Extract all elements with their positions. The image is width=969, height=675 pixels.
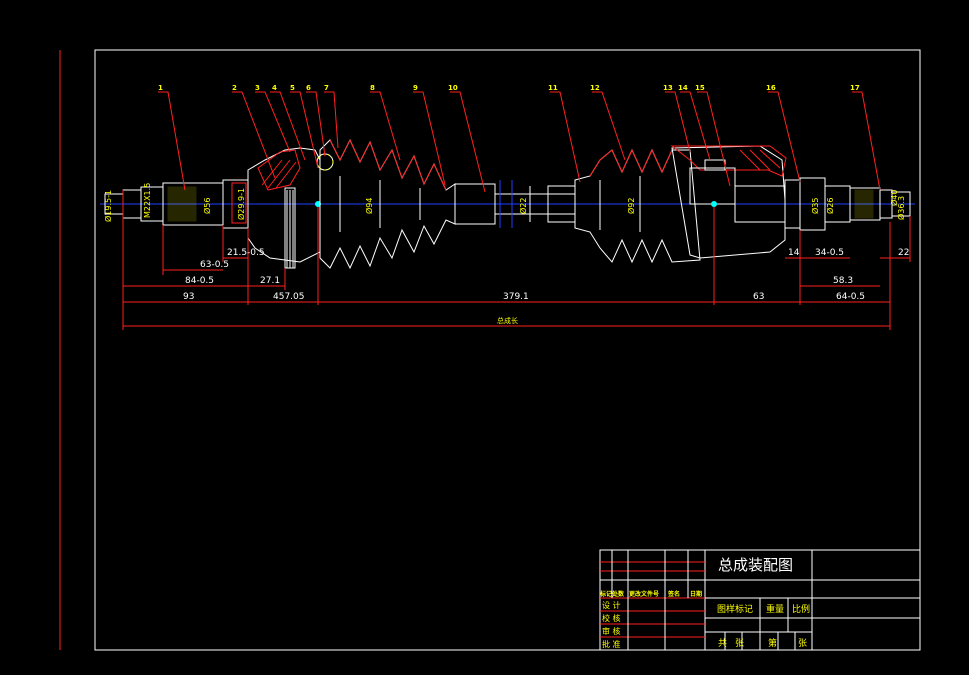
part-9: 9 xyxy=(413,84,418,92)
dim-63: 63-0.5 xyxy=(200,260,229,270)
part-8: 8 xyxy=(370,84,375,92)
sheets-unit: 张 xyxy=(735,638,744,649)
right-boot xyxy=(574,148,701,264)
dim-583: 58.3 xyxy=(833,276,853,286)
dim-left-spline: M22X1.5 xyxy=(143,183,152,218)
dim-total: 总成长 xyxy=(497,316,518,325)
part-11: 11 xyxy=(548,84,558,92)
drawing-frame xyxy=(94,49,921,651)
title-block-headers: 标记处数 更改文件号 签名 日期 xyxy=(599,590,702,598)
diameter-labels: Ø19.5-1 M22X1.5 Ø56 Ø29.9-1 Ø94 Ø22 Ø92 … xyxy=(103,183,906,222)
dim-93: 93 xyxy=(183,292,194,302)
dim-271: 27.1 xyxy=(260,276,280,286)
dimension-lines xyxy=(122,207,911,330)
part-17: 17 xyxy=(850,84,860,92)
middle-shaft xyxy=(454,180,576,228)
part-2: 2 xyxy=(232,84,237,92)
part-6: 6 xyxy=(306,84,311,92)
left-cv-housing xyxy=(247,147,334,269)
dim-84: 84-0.5 xyxy=(185,276,214,286)
dim-left-seal: Ø56 xyxy=(202,198,212,214)
sheet-no: 第 xyxy=(768,637,777,649)
title-block-rows: 设 计 校 核 审 核 批 准 xyxy=(602,600,621,649)
scale-label: 比例 xyxy=(792,603,810,615)
dimension-texts: 63-0.5 21.5-0.5 84-0.5 27.1 93 457.05 37… xyxy=(183,248,909,325)
dim-457: 457.05 xyxy=(273,292,305,302)
dim-3791: 379.1 xyxy=(503,292,529,302)
hdr-date: 日期 xyxy=(690,590,702,598)
title-block-fields: 图样标记 重量 比例 共 张 第 张 xyxy=(717,603,810,649)
part-13: 13 xyxy=(663,84,673,92)
dim-21: 21.5-0.5 xyxy=(227,248,265,258)
part-14: 14 xyxy=(678,84,688,92)
dim-right-end: Ø40 xyxy=(889,190,899,206)
row-design: 设 计 xyxy=(602,600,621,610)
sheet-unit2: 张 xyxy=(798,638,807,649)
part-3: 3 xyxy=(255,84,260,92)
right-stub-shaft xyxy=(784,177,911,231)
hdr-change: 更改文件号 xyxy=(629,590,659,598)
title: 总成装配图 xyxy=(718,556,793,574)
title-block xyxy=(599,549,921,651)
row-review: 审 核 xyxy=(602,626,621,636)
dim-right-seal2: Ø26 xyxy=(825,198,835,214)
part-15: 15 xyxy=(695,84,705,92)
leader-lines xyxy=(158,91,881,193)
right-cv-housing xyxy=(670,145,787,259)
row-approve: 批 准 xyxy=(602,639,621,649)
dim-right-spline: Ø36.3 xyxy=(896,196,906,220)
dim-left-bearing: Ø29.9-1 xyxy=(236,188,246,220)
part-7: 7 xyxy=(324,84,329,92)
part-4: 4 xyxy=(272,84,277,92)
left-stub-shaft xyxy=(104,179,249,229)
dim-left-boot: Ø94 xyxy=(364,198,374,214)
total-sheets: 共 xyxy=(718,638,727,649)
weight-label: 重量 xyxy=(766,603,784,615)
dim-14: 14 xyxy=(788,248,800,258)
dim-left-shaft: Ø19.5-1 xyxy=(103,190,113,222)
dim-22: 22 xyxy=(898,248,909,258)
part-12: 12 xyxy=(590,84,600,92)
part-5: 5 xyxy=(290,84,295,92)
part-1: 1 xyxy=(158,84,163,92)
row-check: 校 核 xyxy=(602,613,621,623)
dim-63b: 63 xyxy=(753,292,764,302)
part-16: 16 xyxy=(766,84,776,92)
part-number-labels: 1 2 3 4 5 6 7 8 9 10 11 12 13 14 15 16 1… xyxy=(158,84,860,92)
dim-34: 34-0.5 xyxy=(815,248,844,258)
hdr-mark: 标记处数 xyxy=(599,590,625,598)
dim-right-seal: Ø35 xyxy=(810,198,820,214)
dim-mid-shaft: Ø22 xyxy=(518,198,528,214)
dim-right-boot: Ø92 xyxy=(626,198,636,214)
stage-mark: 图样标记 xyxy=(717,603,753,615)
dim-64: 64-0.5 xyxy=(836,292,865,302)
part-10: 10 xyxy=(448,84,458,92)
hdr-sign: 签名 xyxy=(667,590,680,598)
